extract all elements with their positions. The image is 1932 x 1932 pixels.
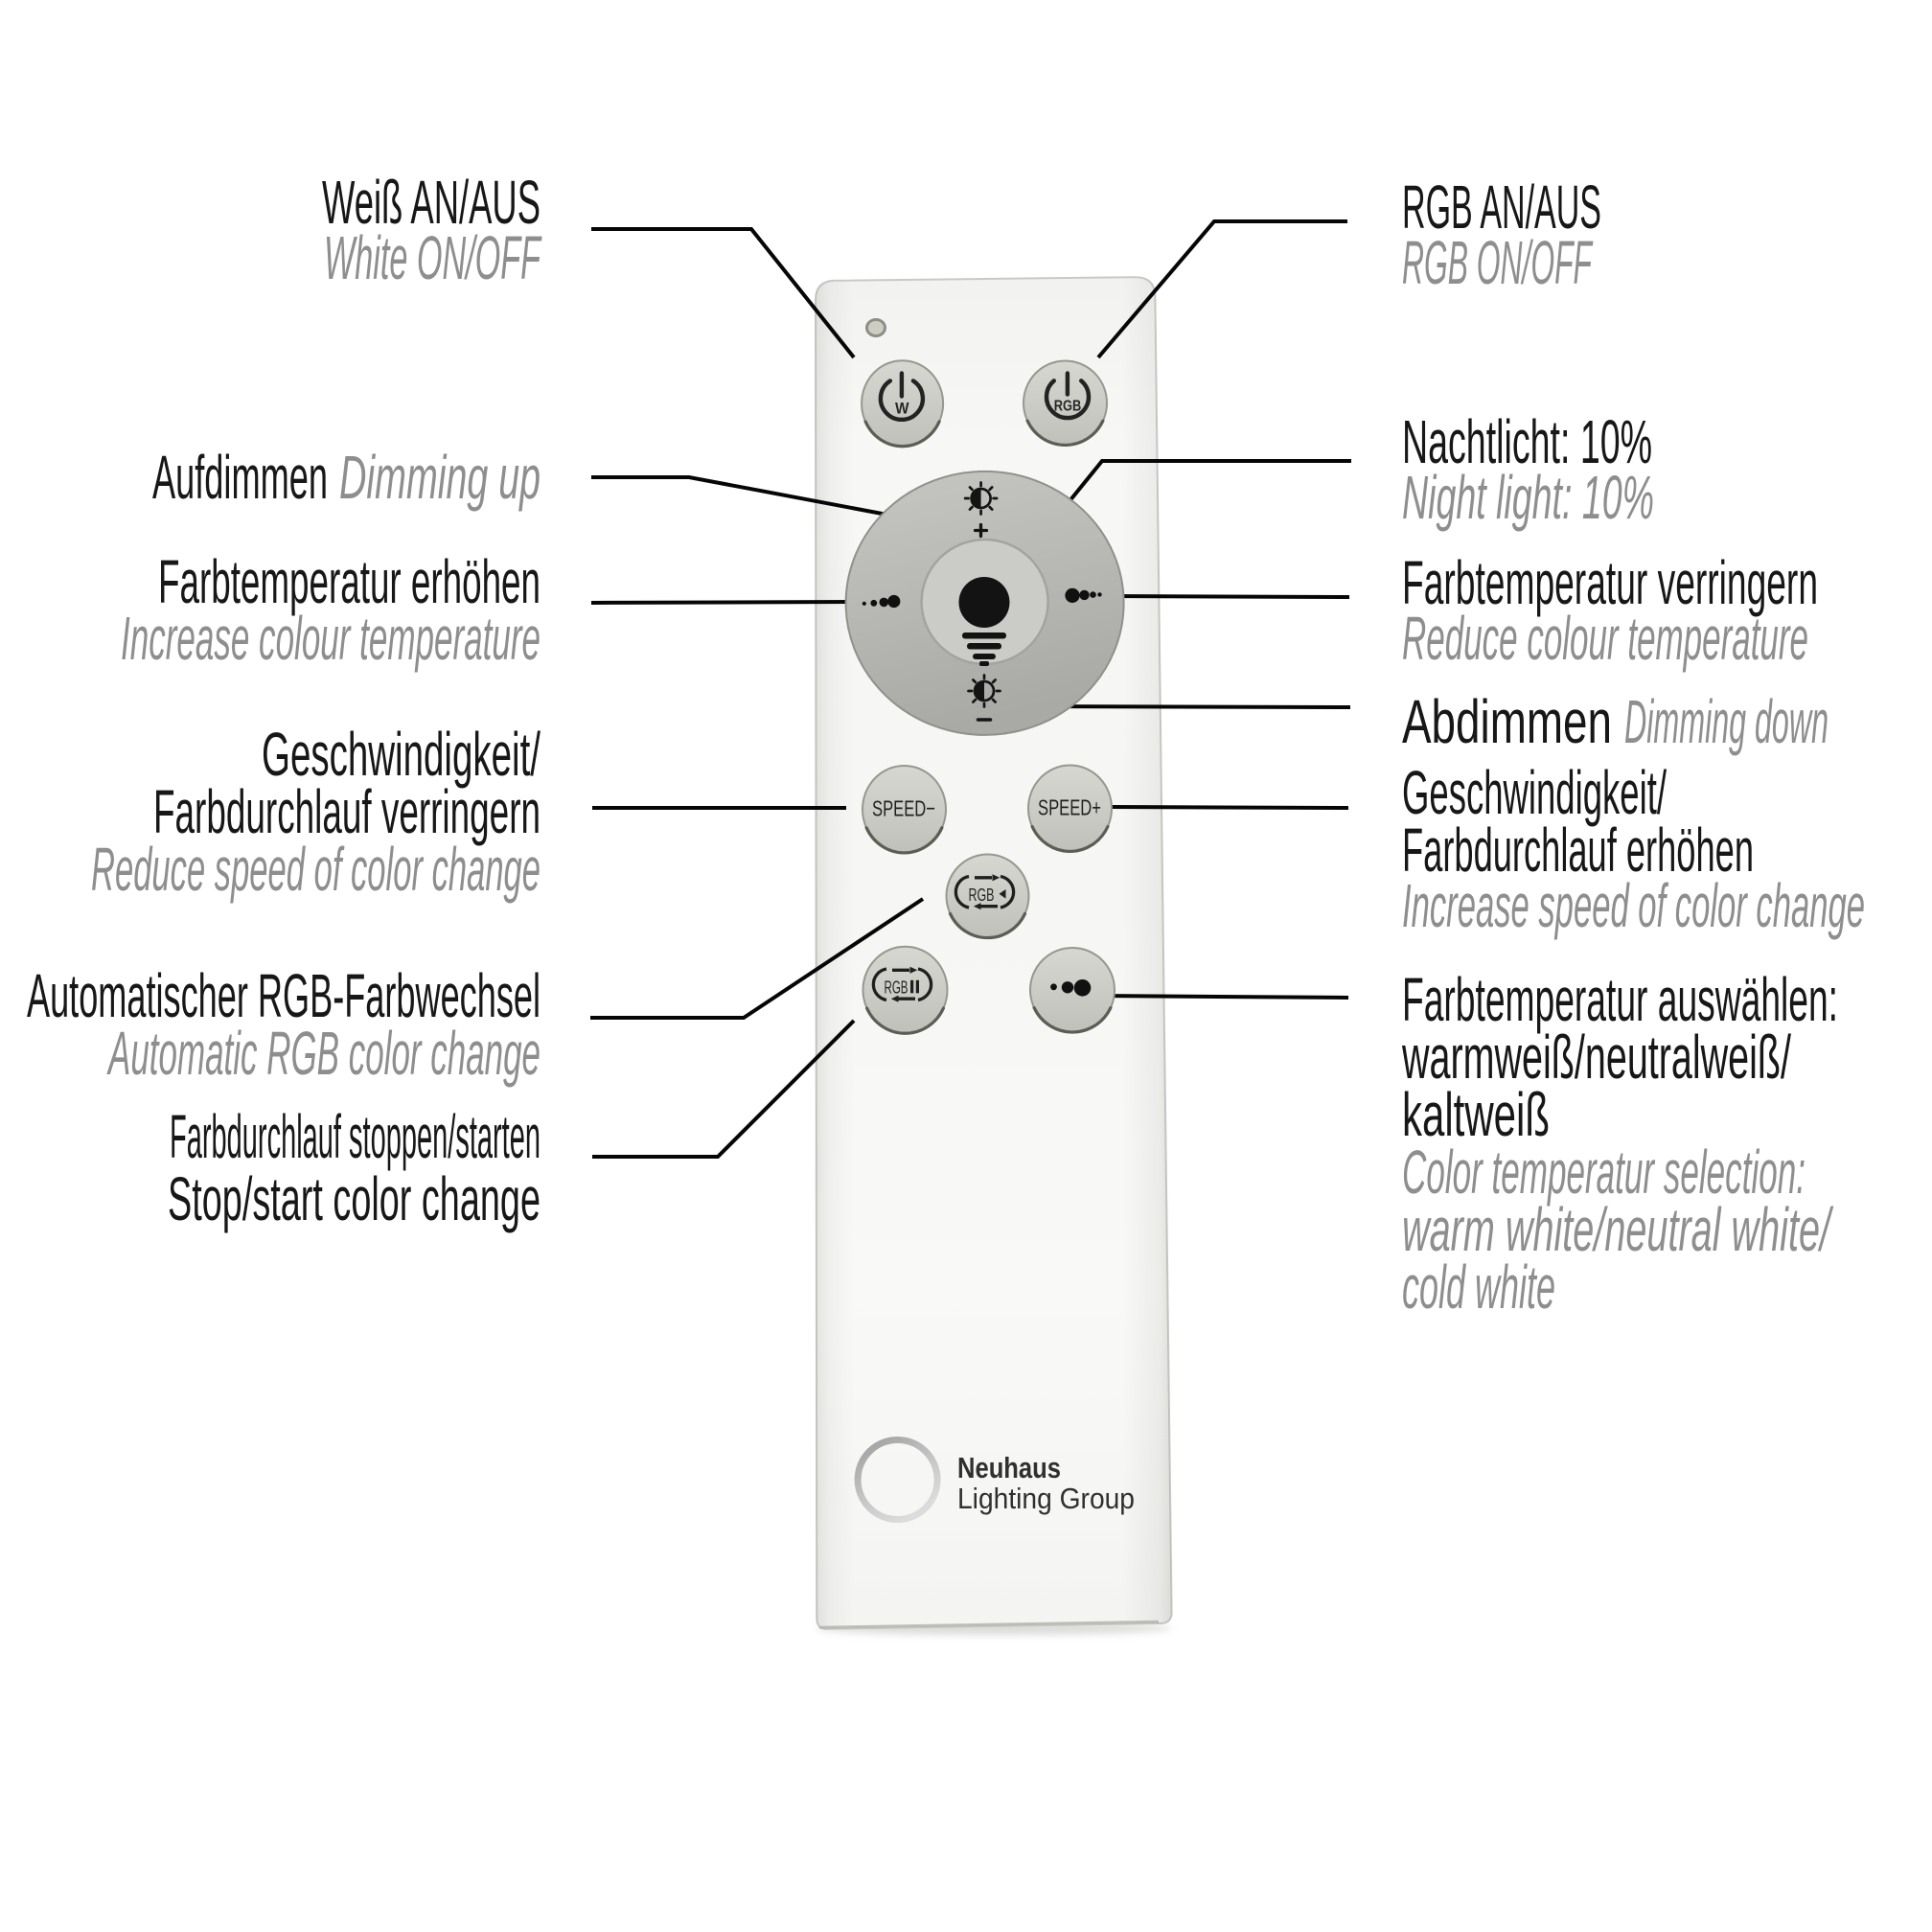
- svg-text:Geschwindigkeit/: Geschwindigkeit/: [1402, 758, 1667, 827]
- svg-text:Nachtlicht: 10%: Nachtlicht: 10%: [1402, 407, 1652, 476]
- svg-text:warm white/neutral white/: warm white/neutral white/: [1402, 1195, 1834, 1264]
- svg-text:Farbdurchlauf erhöhen: Farbdurchlauf erhöhen: [1402, 816, 1754, 885]
- svg-text:SPEED−: SPEED−: [872, 796, 935, 821]
- svg-text:Dimming up: Dimming up: [339, 443, 540, 512]
- svg-text:Color temperatur selection:: Color temperatur selection:: [1402, 1138, 1806, 1207]
- svg-text:Weiß AN/AUS: Weiß AN/AUS: [322, 168, 540, 237]
- svg-text:cold white: cold white: [1402, 1253, 1555, 1322]
- svg-text:warmweiß/neutralweiß/: warmweiß/neutralweiß/: [1401, 1023, 1791, 1092]
- svg-text:White ON/OFF: White ON/OFF: [324, 223, 542, 292]
- svg-text:RGB: RGB: [969, 885, 995, 905]
- svg-text:Lighting Group: Lighting Group: [957, 1482, 1135, 1515]
- svg-text:Farbdurchlauf stoppen/starten: Farbdurchlauf stoppen/starten: [170, 1102, 540, 1171]
- svg-text:Dimming down: Dimming down: [1624, 687, 1828, 756]
- svg-text:Night light: 10%: Night light: 10%: [1402, 463, 1654, 532]
- svg-text:Abdimmen: Abdimmen: [1402, 687, 1612, 756]
- svg-text:RGB: RGB: [885, 977, 908, 997]
- svg-text:Farbtemperatur verringern: Farbtemperatur verringern: [1402, 548, 1818, 617]
- svg-text:RGB AN/AUS: RGB AN/AUS: [1402, 172, 1601, 242]
- svg-text:Neuhaus: Neuhaus: [957, 1451, 1061, 1484]
- svg-text:Farbtemperatur erhöhen: Farbtemperatur erhöhen: [158, 547, 540, 616]
- svg-text:Automatic RGB color change: Automatic RGB color change: [106, 1019, 540, 1088]
- svg-text:Increase colour temperature: Increase colour temperature: [121, 604, 540, 673]
- svg-text:W: W: [895, 401, 909, 418]
- svg-text:Farbtemperatur auswählen:: Farbtemperatur auswählen:: [1402, 965, 1838, 1034]
- svg-text:Farbdurchlauf verringern: Farbdurchlauf verringern: [153, 777, 540, 846]
- svg-text:Reduce speed of color change: Reduce speed of color change: [91, 835, 540, 904]
- svg-text:Stop/start color change: Stop/start color change: [168, 1164, 540, 1233]
- svg-text:Aufdimmen: Aufdimmen: [152, 443, 328, 512]
- svg-text:Automatischer RGB-Farbwechsel: Automatischer RGB-Farbwechsel: [27, 961, 540, 1030]
- svg-text:kaltweiß: kaltweiß: [1402, 1080, 1550, 1149]
- svg-text:Increase speed of color change: Increase speed of color change: [1402, 871, 1865, 940]
- svg-text:RGB: RGB: [1054, 398, 1082, 414]
- svg-text:Geschwindigkeit/: Geschwindigkeit/: [262, 720, 540, 789]
- svg-text:RGB ON/OFF: RGB ON/OFF: [1402, 228, 1594, 297]
- svg-text:Reduce colour temperature: Reduce colour temperature: [1402, 604, 1808, 673]
- svg-text:SPEED+: SPEED+: [1038, 795, 1101, 820]
